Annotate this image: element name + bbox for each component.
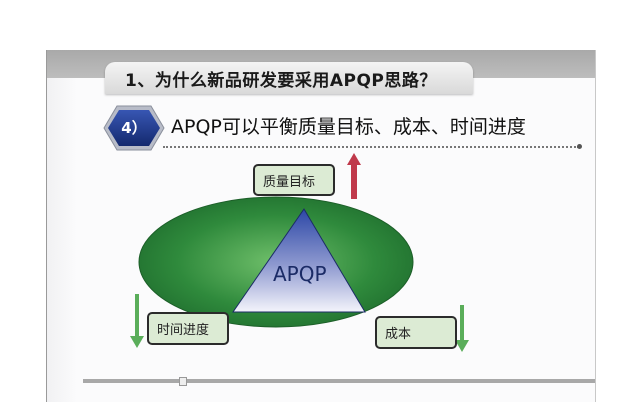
hexagon-badge-icon <box>103 105 165 151</box>
arrow-up-icon <box>347 153 361 199</box>
schedule-label: 时间进度 <box>157 323 210 338</box>
arrow-down-icon <box>130 294 144 348</box>
section-number: 4） <box>121 119 147 137</box>
quality-goal-label: 质量目标 <box>263 174 316 190</box>
left-strip <box>47 78 77 402</box>
dotted-divider <box>163 146 579 148</box>
slide-subtitle: APQP可以平衡质量目标、成本、时间进度 <box>171 116 526 138</box>
title-tab <box>105 62 473 94</box>
bottom-bar <box>83 379 595 383</box>
schedule-box: 时间进度 <box>147 312 229 345</box>
slide: 1、为什么新品研发要采用APQP思路？ 4） APQP可以平衡质量目标、成本、时… <box>46 50 596 402</box>
apqp-triangle <box>232 208 366 313</box>
cost-box: 成本 <box>375 316 457 349</box>
quality-goal-box: 质量目标 <box>253 164 335 196</box>
divider-end-dot <box>577 144 582 149</box>
apqp-label: APQP <box>273 262 327 286</box>
slide-title: 1、为什么新品研发要采用APQP思路？ <box>125 71 437 91</box>
bottom-marker <box>179 377 187 386</box>
apqp-diagram <box>130 153 469 352</box>
arrow-down-icon <box>455 305 469 352</box>
cost-label: 成本 <box>385 327 412 342</box>
